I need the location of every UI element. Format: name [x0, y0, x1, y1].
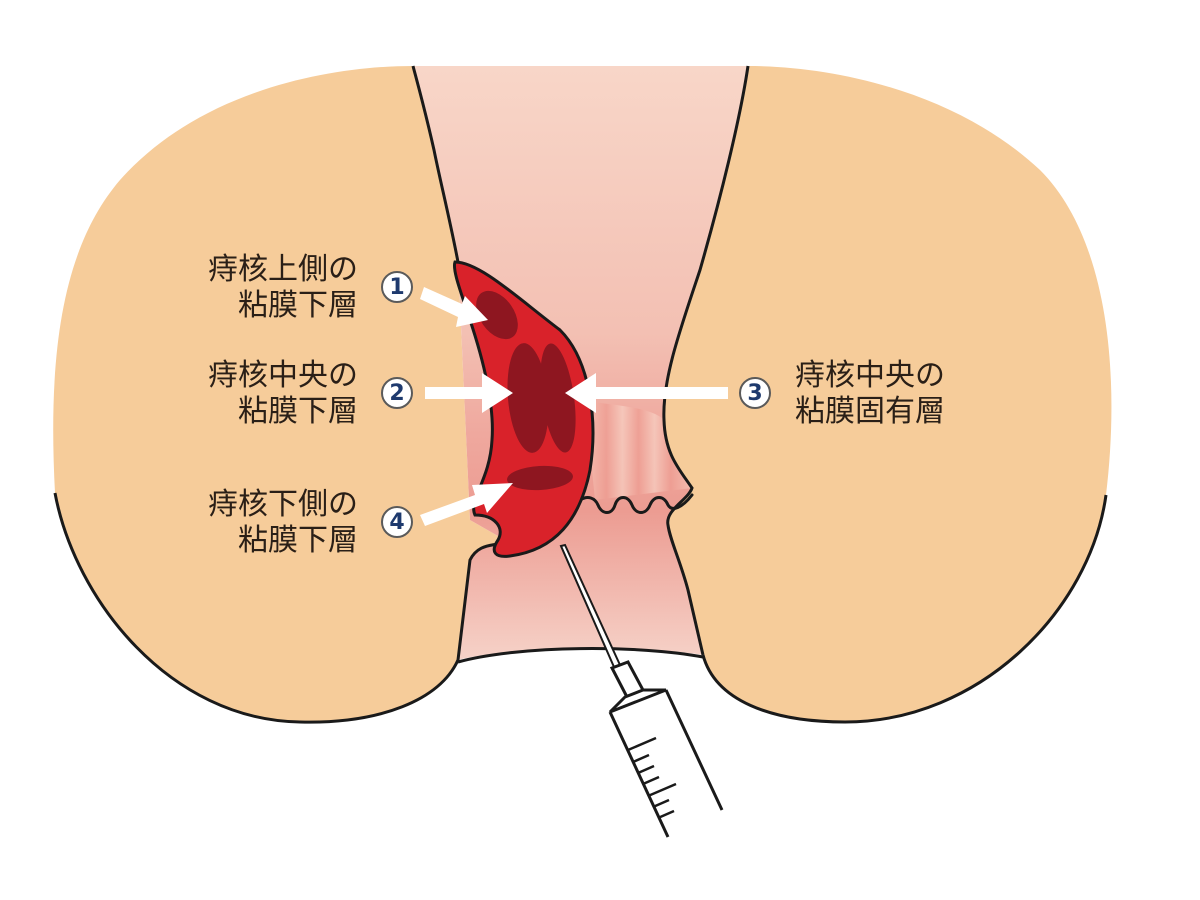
anal-columns	[585, 400, 692, 500]
label-3-line1: 痔核中央の	[795, 358, 945, 393]
label-4-lower-submucosa: 痔核下側の 粘膜下層	[178, 487, 358, 559]
label-1-upper-submucosa: 痔核上側の 粘膜下層	[178, 252, 358, 324]
label-2-line2: 粘膜下層	[238, 394, 358, 429]
badge-3: 3	[739, 377, 771, 409]
badge-2: 2	[381, 377, 413, 409]
canal-right-outline	[662, 65, 750, 656]
label-2-central-submucosa: 痔核中央の 粘膜下層	[178, 358, 358, 430]
syringe-cone	[608, 688, 667, 714]
right-buttock	[663, 66, 1112, 722]
vessel-middle-left	[507, 343, 549, 453]
vessel-upper	[476, 290, 518, 340]
right-buttock-outline	[701, 494, 1108, 724]
vessel-middle-right	[540, 343, 576, 453]
badge-4: 4	[381, 506, 413, 538]
syringe-ticks	[627, 736, 677, 820]
arrow-4	[420, 483, 513, 526]
anal-verge-line	[457, 647, 704, 664]
left-buttock-outline	[53, 492, 507, 724]
arrow-1	[420, 287, 488, 327]
label-1-line2: 粘膜下層	[238, 288, 358, 323]
label-4-line1: 痔核下側の	[208, 487, 358, 522]
left-buttock	[53, 66, 506, 723]
syringe	[559, 543, 724, 838]
label-2-line1: 痔核中央の	[208, 358, 358, 393]
arrow-3	[565, 373, 728, 413]
canal-left-outline	[411, 65, 460, 263]
dentate-line	[578, 493, 694, 514]
label-1-line1: 痔核上側の	[208, 252, 358, 287]
label-3-central-lamina-propria: 痔核中央の 粘膜固有層	[795, 358, 995, 430]
badge-1: 1	[381, 271, 413, 303]
label-3-line2: 粘膜固有層	[795, 394, 945, 429]
syringe-barrel	[608, 689, 724, 838]
label-4-line2: 粘膜下層	[238, 523, 358, 558]
arrow-2	[425, 373, 513, 413]
vessel-lower	[507, 465, 573, 491]
